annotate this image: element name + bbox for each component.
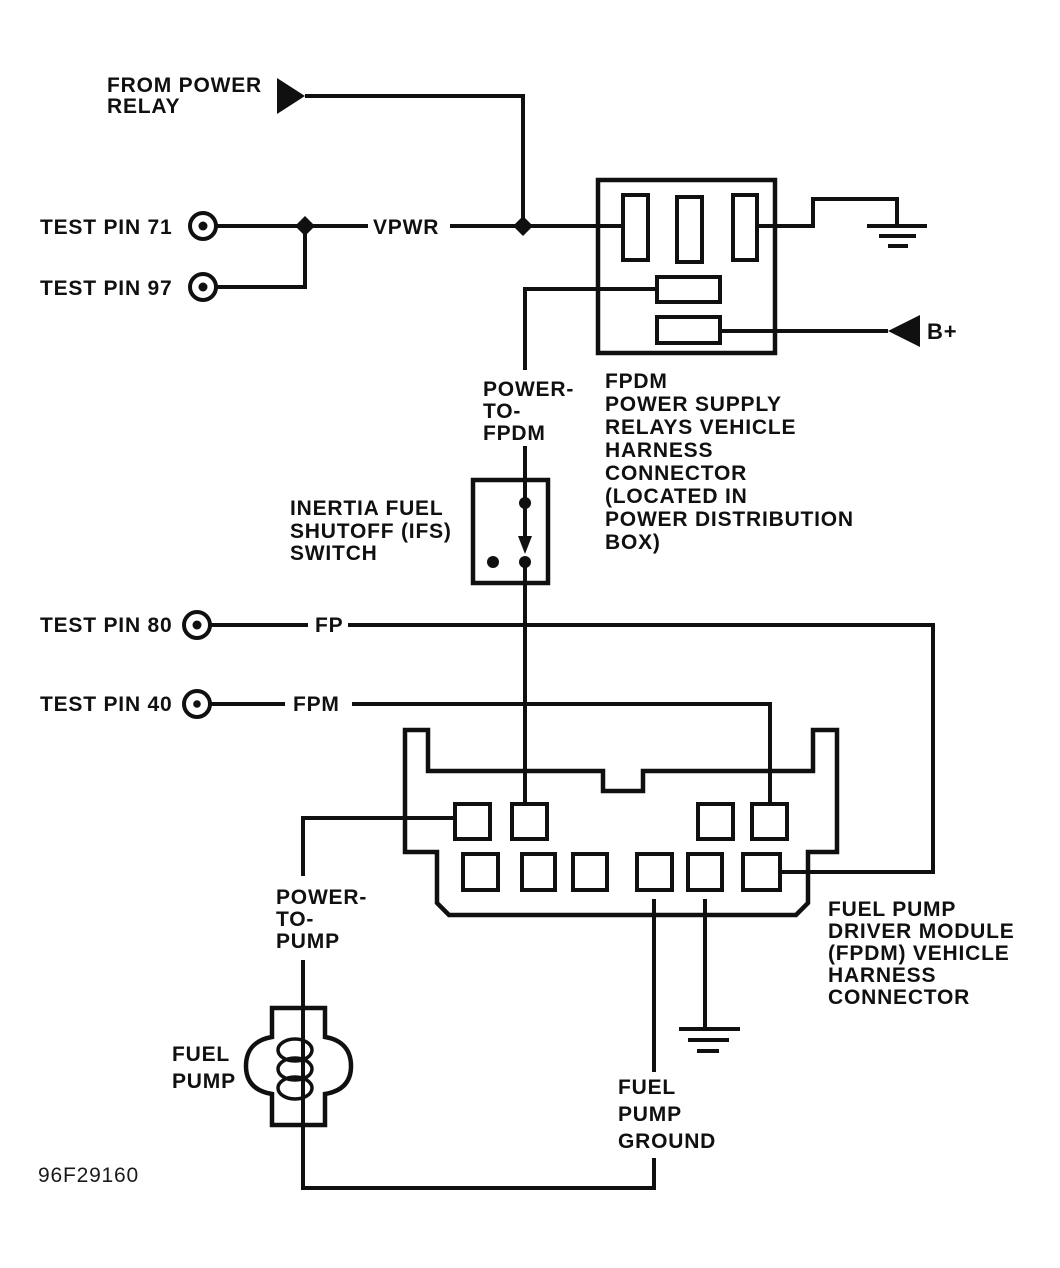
coil-turn: [276, 1037, 314, 1063]
fuel-pump-label-line1: FUEL: [172, 1043, 230, 1066]
ifs-switch-label-line2: SHUTOFF (IFS): [290, 520, 452, 543]
b-plus-arrow-icon: [888, 315, 920, 347]
caption-line: (FPDM) VEHICLE: [828, 942, 1010, 965]
connector-pin: [510, 802, 549, 841]
fp-net: TEST PIN 80 FP: [40, 610, 935, 874]
wire-power-to-fpdm-upper: [523, 287, 657, 370]
switch-arrow-icon: [518, 536, 532, 554]
test-pin-97-contact-dot: [198, 282, 208, 292]
ifs-switch-label-line1: INERTIA FUEL: [290, 497, 443, 520]
connector-pin: [731, 193, 759, 262]
fpm-net-label: FPM: [293, 693, 340, 716]
connector-pin: [741, 852, 782, 892]
pump-housing: [243, 1005, 354, 1128]
test-pin-97-label: TEST PIN 97: [40, 277, 173, 300]
power-to-fpdm-label-line1: POWER-: [483, 378, 574, 401]
fuel-pump-ground-net: FUEL PUMP GROUND: [301, 899, 716, 1190]
ground-symbol-icon: [867, 224, 927, 248]
test-pin-40-contact-dot: [193, 700, 201, 708]
caption-line: CONNECTOR: [828, 986, 970, 1009]
power-relay-arrow-icon: [277, 78, 305, 114]
vpwr-net-label: VPWR: [373, 216, 439, 239]
connector-pin: [655, 275, 722, 304]
fuel-pump-ground-label-line2: PUMP: [618, 1103, 682, 1126]
junction-dot-test-pins: [295, 216, 315, 236]
power-relay-feed: FROM POWER RELAY: [107, 74, 525, 226]
power-to-fpdm-net: POWER- TO- FPDM: [483, 287, 657, 504]
power-to-pump-label-line1: POWER-: [276, 886, 367, 909]
test-pin-80-label: TEST PIN 80: [40, 614, 173, 637]
test-pin-71-label: TEST PIN 71: [40, 216, 173, 239]
caption-line: FUEL PUMP: [828, 898, 956, 921]
connector-pin: [655, 315, 722, 345]
vpwr-net: TEST PIN 71 TEST PIN 97 VPWR: [40, 211, 623, 302]
caption-line: HARNESS: [828, 964, 936, 987]
connector-pin: [461, 852, 500, 892]
from-power-relay-label-line1: FROM POWER: [107, 74, 262, 97]
fuel-pump-ground-label-line3: GROUND: [618, 1130, 716, 1153]
fpdm-vehicle-connector-caption: FUEL PUMP DRIVER MODULE (FPDM) VEHICLE H…: [828, 898, 1015, 1009]
fpdm-vehicle-harness-connector: [402, 727, 840, 918]
caption-line: (LOCATED IN: [605, 485, 748, 508]
fuel-pump-ground-label-line1: FUEL: [618, 1076, 676, 1099]
caption-line: POWER DISTRIBUTION: [605, 508, 854, 531]
power-to-fpdm-label-line3: FPDM: [483, 422, 546, 445]
connector-pin: [750, 802, 789, 841]
wire-test-pin-97: [216, 226, 307, 289]
test-pin-80-contact-dot: [192, 620, 202, 630]
connector-pin: [520, 852, 557, 892]
caption-line: FPDM: [605, 370, 668, 393]
ifs-switch-label-line3: SWITCH: [290, 542, 378, 565]
ifs-switch-housing: [470, 477, 551, 586]
connector-pin: [571, 852, 609, 892]
wire-pump-ground-return: [301, 1125, 656, 1190]
power-to-pump-label-line3: PUMP: [276, 930, 340, 953]
inertia-fuel-shutoff-switch: INERTIA FUEL SHUTOFF (IFS) SWITCH: [290, 477, 551, 805]
fuel-pump-symbol: FUEL PUMP: [172, 1005, 354, 1128]
switch-contact-dot: [487, 556, 499, 568]
junction-dot-relay-vpwr: [513, 216, 533, 236]
fp-net-label: FP: [315, 614, 343, 637]
power-to-fpdm-label-line2: TO-: [483, 400, 521, 423]
test-pin-40-connector: [182, 689, 212, 719]
caption-line: BOX): [605, 531, 661, 554]
power-to-pump-net: POWER- TO- PUMP: [276, 816, 455, 1125]
fuel-pump-label-line2: PUMP: [172, 1070, 236, 1093]
caption-line: HARNESS: [605, 439, 713, 462]
caption-line: DRIVER MODULE: [828, 920, 1015, 943]
wire-relay-ground: [757, 197, 899, 228]
connector-pin: [635, 852, 674, 892]
connector-pin: [675, 195, 704, 264]
wire-fpm-right: [352, 702, 772, 805]
caption-line: RELAYS VEHICLE: [605, 416, 796, 439]
from-power-relay-label-line2: RELAY: [107, 95, 180, 118]
chassis-ground-net: [679, 899, 740, 1053]
connector-pin: [453, 802, 492, 841]
figure-code: 96F29160: [38, 1164, 139, 1187]
caption-line: POWER SUPPLY: [605, 393, 782, 416]
fpdm-connector-caption: FPDM POWER SUPPLY RELAYS VEHICLE HARNESS…: [605, 370, 854, 554]
fpdm-power-supply-connector-box: B+: [595, 177, 957, 356]
coil-turn: [276, 1075, 314, 1101]
pump-coil-icon: [276, 1037, 314, 1101]
caption-line: CONNECTOR: [605, 462, 747, 485]
b-plus-label: B+: [927, 319, 957, 344]
connector-pin: [686, 852, 724, 892]
wire-fp-right: [348, 623, 935, 874]
wire-power-to-pump-upper: [301, 816, 455, 876]
test-pin-71-contact-dot: [198, 221, 208, 231]
connector-pin: [621, 193, 650, 262]
ground-symbol-icon: [679, 1027, 740, 1053]
connector-pin: [696, 802, 735, 841]
test-pin-40-label: TEST PIN 40: [40, 693, 173, 716]
coil-turn: [276, 1056, 314, 1082]
power-to-pump-label-line2: TO-: [276, 908, 314, 931]
connector-housing: [595, 177, 778, 356]
wire-from-power-relay: [305, 94, 525, 226]
connector-housing-outline: [402, 727, 840, 918]
